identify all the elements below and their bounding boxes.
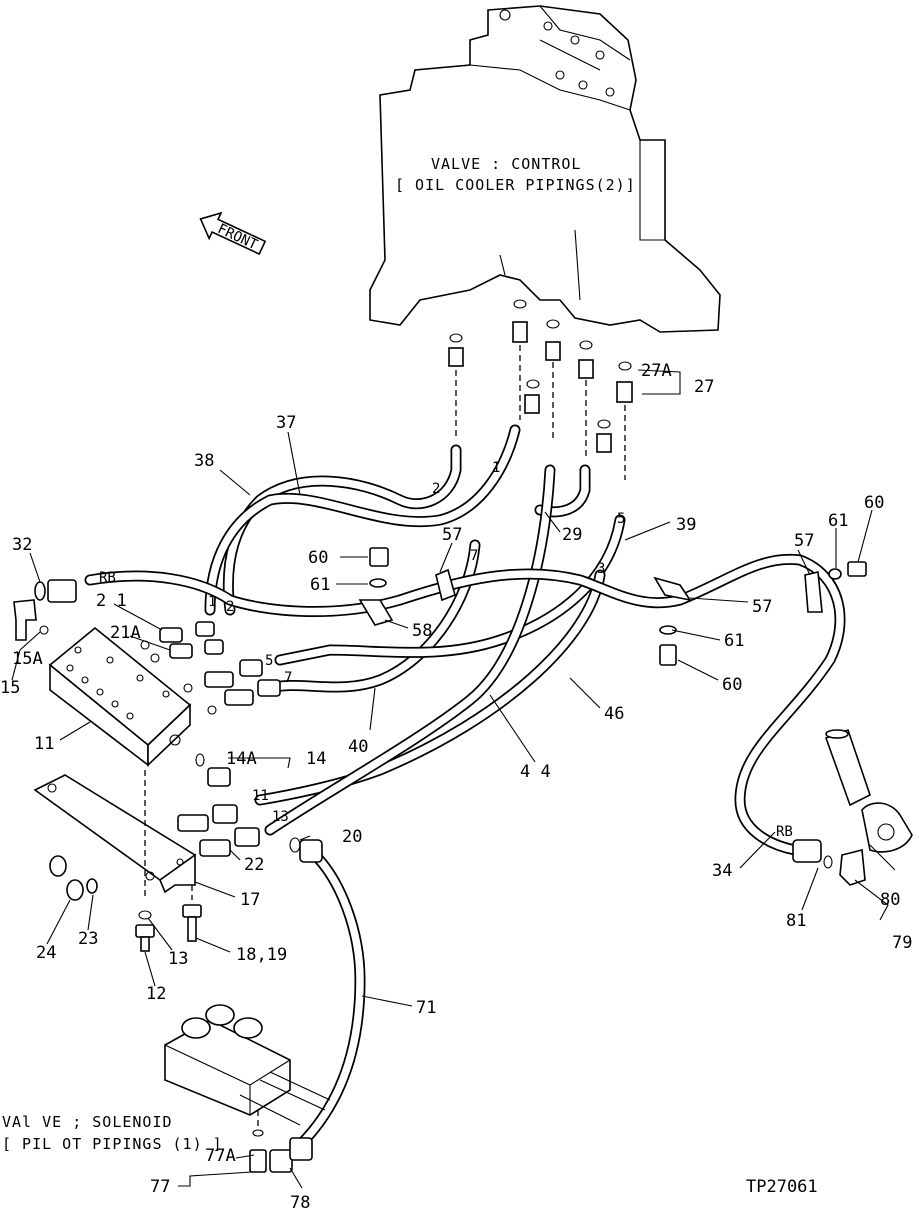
hose-tag-2a: 2 — [432, 481, 440, 497]
small-fittings — [13, 547, 913, 952]
bracket-plate — [33, 774, 197, 894]
figure-id: TP27061 — [746, 1177, 818, 1197]
valve-control-subtitle: [ OIL COOLER PIPINGS(2)] — [395, 176, 636, 194]
hose-tag-7a: 7 — [470, 548, 478, 564]
part-label-78: 78 — [290, 1193, 310, 1210]
part-label-11: 11 — [34, 734, 54, 754]
part-label-57a: 57 — [442, 525, 462, 545]
hose-tag-7b: 7 — [284, 670, 292, 686]
part-label-24: 24 — [36, 943, 56, 963]
hose-tag-1b: 1 — [208, 594, 216, 610]
control-valve-body: VALVE : CONTROL [ OIL COOLER PIPINGS(2)] — [369, 5, 721, 333]
part-label-15: 15 — [0, 678, 20, 698]
part-label-39: 39 — [676, 515, 696, 535]
part-label-29: 29 — [562, 525, 582, 545]
part-label-20: 20 — [342, 827, 362, 847]
part-label-60c: 60 — [864, 493, 884, 513]
part-label-37: 37 — [276, 413, 296, 433]
valve-solenoid-title: VAl VE ; SOLENOID — [2, 1113, 173, 1131]
part-label-18-19: 18,19 — [236, 945, 287, 965]
hoses — [84, 424, 846, 1151]
manifold-block — [48, 626, 192, 767]
leader-lines — [11, 369, 896, 1189]
part-label-21a: 21A — [110, 623, 141, 643]
part-label-27: 27 — [694, 377, 714, 397]
valve-control-title: VALVE : CONTROL — [431, 155, 581, 173]
part-label-58: 58 — [412, 621, 432, 641]
part-label-14a: 14A — [226, 749, 257, 769]
part-label-60a: 60 — [308, 548, 328, 568]
hose-tag-11: 11 — [252, 788, 269, 804]
part-label-23: 23 — [78, 929, 98, 949]
part-label-12: 12 — [146, 984, 166, 1004]
hose-tags: 2 1 7 3 5 1 2 5 7 11 13 — [208, 460, 625, 825]
part-label-14: 14 — [306, 749, 326, 769]
hose-tag-2b: 2 — [226, 599, 234, 615]
hose-tag-5b: 5 — [265, 653, 273, 669]
hose-tag-3: 3 — [597, 561, 605, 577]
hose-tag-1a: 1 — [492, 460, 500, 476]
part-label-79: 79 — [892, 933, 912, 953]
part-label-61b: 61 — [724, 631, 744, 651]
upper-fittings — [448, 299, 633, 480]
part-label-60b: 60 — [722, 675, 742, 695]
part-label-77a: 77A — [205, 1146, 236, 1166]
rb-label-bottom: RB — [776, 824, 793, 840]
part-label-38: 38 — [194, 451, 214, 471]
part-label-77: 77 — [150, 1177, 170, 1197]
part-label-27a: 27A — [641, 361, 672, 381]
front-label: FRONT — [215, 221, 260, 254]
part-label-21: 2 1 — [96, 591, 127, 611]
part-label-32: 32 — [12, 535, 32, 555]
part-label-17: 17 — [240, 890, 260, 910]
part-label-46: 46 — [604, 704, 624, 724]
part-label-44: 4 4 — [520, 762, 551, 782]
part-label-13: 13 — [168, 949, 188, 969]
part-labels: 37 38 32 2 1 21A 15A 15 11 60 61 58 57 2… — [0, 361, 912, 1210]
valve-solenoid-subtitle: [ PIL OT PIPINGS (1) ] — [2, 1135, 223, 1153]
part-label-71: 71 — [416, 998, 436, 1018]
part-label-61c: 61 — [828, 511, 848, 531]
part-label-40: 40 — [348, 737, 368, 757]
part-label-22: 22 — [244, 855, 264, 875]
solenoid-valve: VAl VE ; SOLENOID [ PIL OT PIPINGS (1) ] — [2, 1004, 331, 1173]
hose-tag-13: 13 — [272, 809, 289, 825]
part-label-34: 34 — [712, 861, 732, 881]
part-label-15a: 15A — [12, 649, 43, 669]
part-label-80: 80 — [880, 890, 900, 910]
part-label-61a: 61 — [310, 575, 330, 595]
rb-label-top: RB — [99, 570, 116, 586]
part-label-81: 81 — [786, 911, 806, 931]
front-arrow-icon: FRONT — [199, 211, 267, 256]
part-label-57c: 57 — [794, 531, 814, 551]
part-label-57b: 57 — [752, 597, 772, 617]
hose-tag-5a: 5 — [617, 511, 625, 527]
